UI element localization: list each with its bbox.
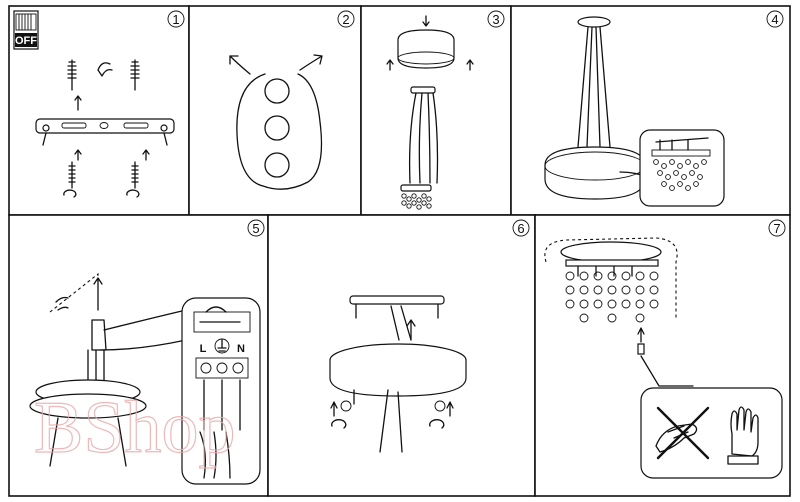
svg-text:OFF: OFF: [15, 35, 37, 47]
svg-text:N: N: [237, 343, 245, 355]
svg-text:1: 1: [172, 12, 179, 27]
svg-text:3: 3: [492, 12, 499, 27]
watermark: BShop: [34, 387, 236, 469]
svg-text:5: 5: [252, 221, 259, 236]
svg-text:2: 2: [342, 12, 349, 27]
svg-text:6: 6: [517, 221, 524, 236]
power-off-switch-icon: OFF: [14, 11, 38, 49]
panel-step-2: [189, 6, 361, 215]
glove-warning-callout: [641, 388, 782, 478]
svg-text:L: L: [200, 343, 207, 355]
crystal-detail-callout: [640, 130, 724, 206]
svg-text:7: 7: [773, 221, 780, 236]
svg-text:4: 4: [771, 12, 778, 27]
